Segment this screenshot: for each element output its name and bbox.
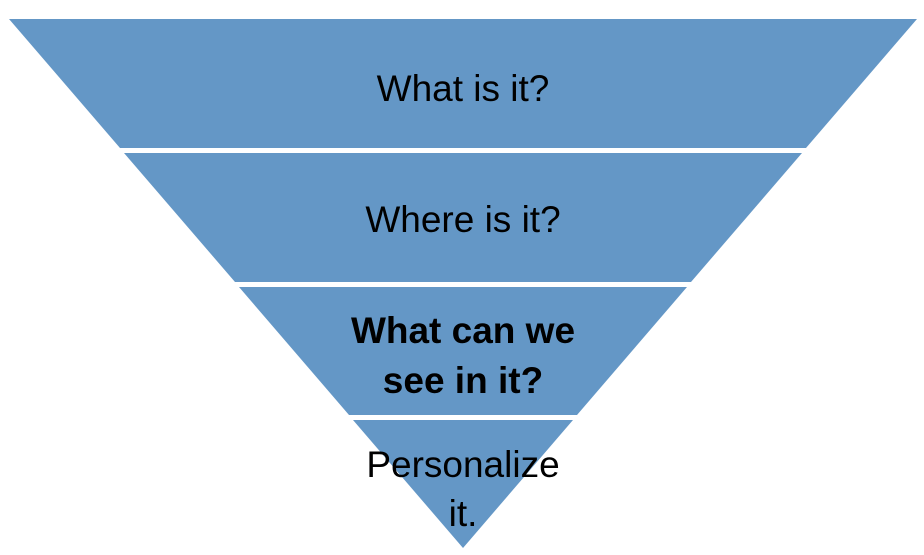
layer-2-label: Where is it?	[365, 199, 560, 240]
layer-1: What is it?	[9, 19, 917, 148]
layer-2-band	[124, 153, 802, 282]
layer-4-label-line-1: Personalize	[366, 444, 559, 485]
layer-1-band	[9, 19, 917, 148]
layer-1-label: What is it?	[377, 68, 550, 109]
layer-3-label-line-1: What can we	[351, 310, 575, 351]
layer-3-band	[239, 287, 687, 415]
layer-4-label-line-2: it.	[449, 493, 478, 534]
layer-2: Where is it?	[124, 153, 802, 282]
layer-4: Personalize it.	[353, 420, 573, 548]
layer-4-band	[353, 420, 573, 548]
layer-3: What can we see in it?	[239, 287, 687, 415]
layer-3-label-line-2: see in it?	[383, 360, 543, 401]
